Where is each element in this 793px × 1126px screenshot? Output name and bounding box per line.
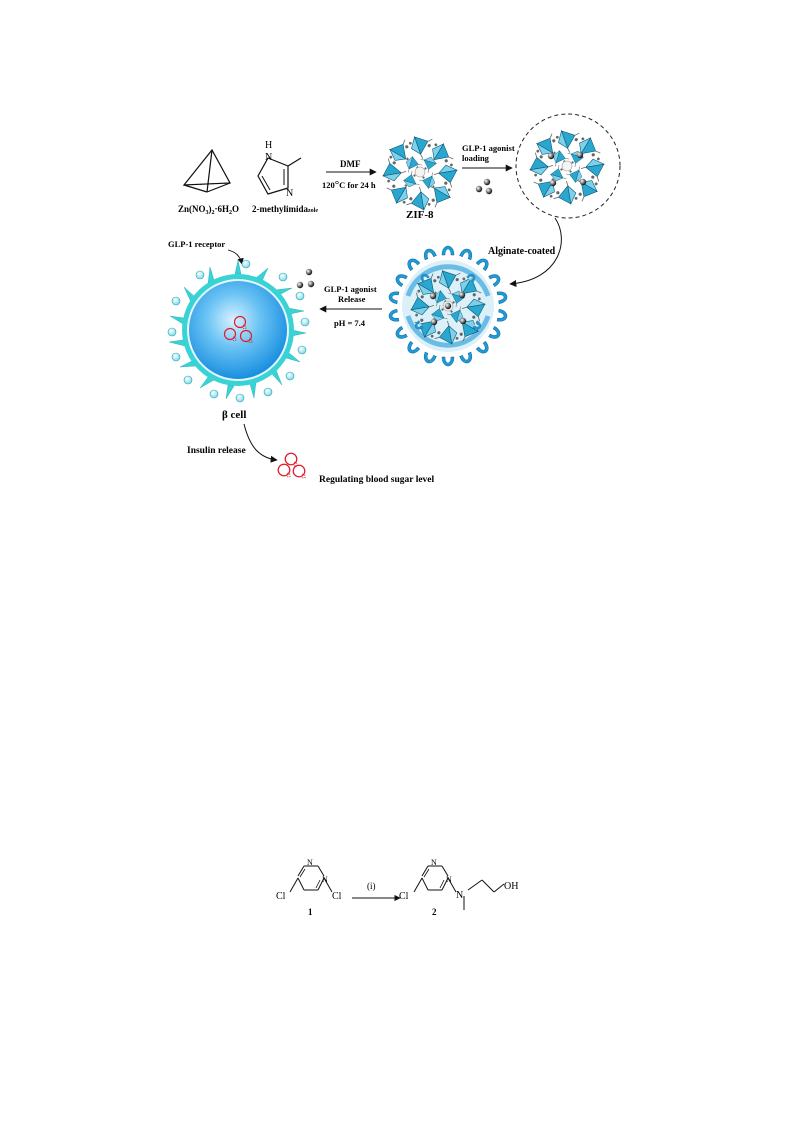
compound2-structure-icon bbox=[413, 865, 505, 910]
step1-condition: 120°C for 24 h bbox=[322, 179, 376, 191]
zif8-framework-icon bbox=[381, 135, 460, 212]
mim-nh-n: N bbox=[265, 152, 272, 163]
released-agonist-icon bbox=[296, 268, 315, 289]
reaction-reagent: (i) bbox=[367, 881, 376, 891]
loaded-particle-outline bbox=[515, 113, 621, 219]
release-line1: GLP-1 agonist bbox=[324, 284, 377, 294]
compound2-amine-n: N bbox=[456, 890, 463, 901]
methylimidazole-label: 2-methylimidazole bbox=[252, 204, 318, 214]
regulating-label: Regulating blood sugar level bbox=[319, 475, 435, 485]
loaded-zif8-icon bbox=[528, 129, 607, 206]
zinc-nitrate-label: Zn(NO3)2·6H2O bbox=[178, 204, 239, 216]
receptor-label: GLP-1 receptor bbox=[168, 239, 225, 249]
alginate-coated-particle-icon bbox=[387, 245, 509, 367]
compound2-number: 2 bbox=[432, 907, 437, 917]
compound1-n-right: N bbox=[322, 875, 328, 884]
insulin-release-arrow bbox=[243, 423, 278, 463]
compound1-structure-icon bbox=[289, 865, 333, 893]
methylimidazole-structure-icon bbox=[257, 157, 302, 195]
mim-nh-h: H bbox=[265, 140, 272, 151]
glp1-agonist-molecules-icon bbox=[475, 178, 493, 195]
compound1-number: 1 bbox=[308, 907, 313, 917]
compound1-cl-right: Cl bbox=[332, 891, 342, 902]
beta-cell-label: β cell bbox=[222, 409, 246, 421]
step1-reagent: DMF bbox=[340, 159, 361, 169]
compound2-n-right: N bbox=[446, 875, 452, 884]
zinc-tetrahedron-icon bbox=[182, 148, 231, 193]
compound1-n-top: N bbox=[307, 858, 313, 867]
zif8-label: ZIF-8 bbox=[406, 209, 434, 221]
loading-line2: loading bbox=[462, 153, 490, 163]
beta-cell-icon bbox=[167, 259, 310, 403]
coating-label: Alginate-coated bbox=[488, 246, 556, 257]
mim-n: N bbox=[286, 188, 293, 199]
loading-line1: GLP-1 agonist bbox=[462, 143, 515, 153]
compound1-cl-left: Cl bbox=[276, 891, 286, 902]
released-insulin-icon bbox=[277, 452, 306, 479]
insulin-release-label: Insulin release bbox=[187, 446, 246, 456]
compound2-n-top: N bbox=[431, 858, 437, 867]
receptor-arrow bbox=[227, 249, 244, 265]
compound2-oh: OH bbox=[504, 881, 518, 892]
coating-arrow bbox=[509, 217, 562, 287]
release-line2: Release bbox=[338, 294, 366, 304]
release-ph: pH = 7.4 bbox=[334, 318, 366, 328]
compound2-cl: Cl bbox=[399, 891, 409, 902]
